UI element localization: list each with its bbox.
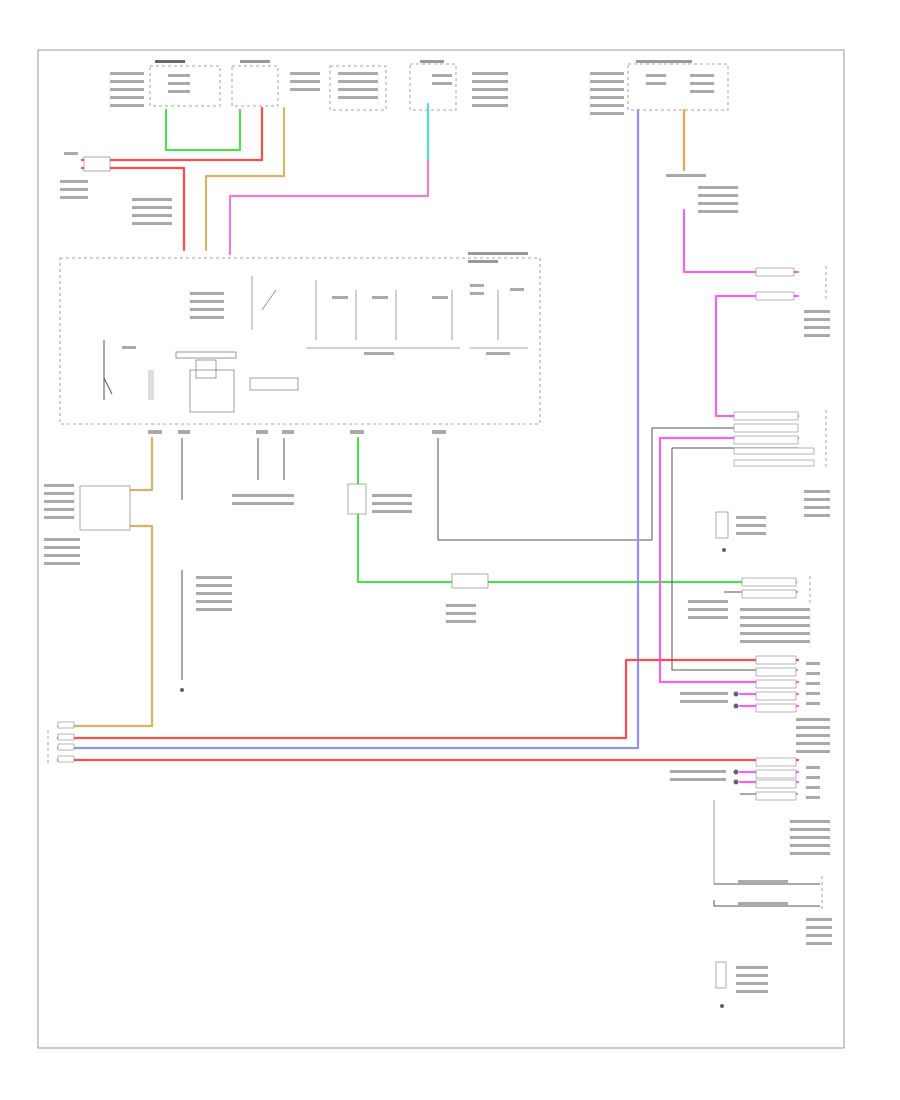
sensor-right: [688, 576, 811, 643]
main-module: [59, 252, 541, 425]
connector-left-bottom: [47, 721, 75, 766]
splice-mid: [347, 483, 489, 623]
wire-black-left: [181, 438, 652, 680]
page-border: [37, 49, 845, 1049]
switch-bottom-right: [713, 876, 832, 1008]
module-pins-bottom: [148, 430, 446, 434]
relay-right-top: [666, 174, 830, 337]
connector-right-bottom: [670, 757, 830, 884]
wire-blue-long: [56, 108, 640, 750]
ground-left: [180, 576, 232, 692]
fuse-group-mid: [329, 60, 508, 111]
fuse-group-left: [110, 60, 320, 107]
connector-right-lower: [680, 655, 830, 753]
connector-top-left: [60, 152, 172, 225]
wire-green-top: [164, 108, 242, 152]
label-mid-left: [232, 494, 294, 505]
fuse-group-right: [590, 60, 729, 115]
wire-red-top: [80, 106, 264, 252]
connector-right-mid: [715, 410, 830, 552]
wire-tan-top: [204, 106, 286, 252]
connector-left-mid: [44, 484, 131, 565]
wire-red-long: [56, 658, 800, 762]
wire-green-mid: [356, 436, 798, 584]
wire-pink-top: [228, 106, 430, 256]
wire-tan-left: [56, 436, 154, 728]
